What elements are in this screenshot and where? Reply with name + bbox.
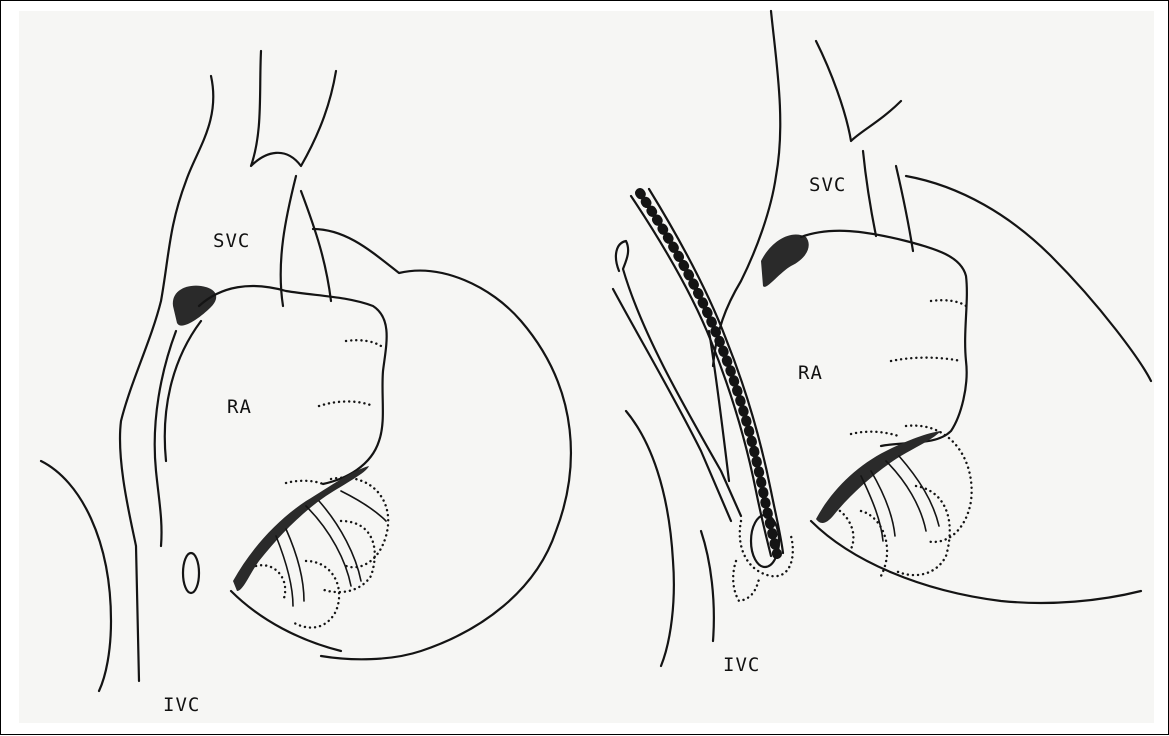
left-lobe-2 (321, 521, 375, 592)
left-ra-fold-1 (346, 340, 381, 346)
left-label-ivc: IVC (163, 694, 200, 716)
left-lobe-3 (291, 561, 339, 628)
left-outer-contour (313, 229, 571, 659)
right-svc-right-wall (863, 151, 876, 236)
right-label-ivc: IVC (723, 654, 760, 676)
left-label-svc: SVC (213, 230, 250, 252)
left-vein-branch-2 (276, 536, 293, 606)
left-vein-branch-1b (319, 501, 361, 581)
left-inner-channel-b (165, 321, 201, 461)
left-lateral-contour (41, 461, 111, 691)
right-appendage-stipple (761, 234, 809, 286)
right-outer-contour (906, 176, 1151, 381)
right-sheath-hook (616, 241, 741, 516)
right-catheter (631, 189, 783, 556)
left-vein-branch-3 (341, 491, 386, 521)
right-vein-branch-2b (871, 471, 895, 536)
left-aorta-wall (301, 191, 331, 301)
right-lateral-contour-2 (701, 531, 714, 641)
right-svc-branch (816, 41, 901, 141)
right-svc-left-wall (713, 11, 780, 366)
right-panel: SVC RA IVC (613, 11, 1151, 676)
left-vein-branch-2b (286, 529, 304, 601)
left-appendage-stipple (173, 286, 216, 326)
left-svc-branch (251, 51, 336, 166)
right-ivc-dotted-wall (733, 561, 759, 601)
left-vein-branch-1 (306, 506, 351, 586)
left-ra-fold-2 (319, 401, 373, 406)
left-svc-right-wall (281, 176, 296, 306)
right-lateral-contour (626, 411, 674, 666)
left-panel: SVC RA IVC (41, 51, 571, 716)
right-lobe-2 (896, 486, 950, 575)
left-lobe-4 (256, 565, 285, 601)
left-ra-fold-3 (286, 481, 323, 484)
left-ventricle-arc (231, 591, 341, 651)
right-label-ra: RA (798, 362, 823, 384)
left-coronary-sinus-ostium (183, 553, 199, 593)
right-ra-fold-2 (891, 358, 961, 361)
right-ra-fold-3 (851, 432, 901, 437)
right-outer-contour-lower (811, 521, 1141, 603)
left-label-ra: RA (227, 396, 252, 418)
right-vein-branch-1b (899, 456, 939, 526)
left-svc-left-wall (120, 76, 213, 681)
right-coronary-stipple (816, 431, 941, 523)
right-ra-fold-1 (931, 300, 966, 306)
left-ra-outline (199, 286, 387, 484)
right-label-svc: SVC (809, 174, 846, 196)
right-lobe-3 (861, 511, 887, 576)
right-ra-outline (801, 231, 967, 446)
